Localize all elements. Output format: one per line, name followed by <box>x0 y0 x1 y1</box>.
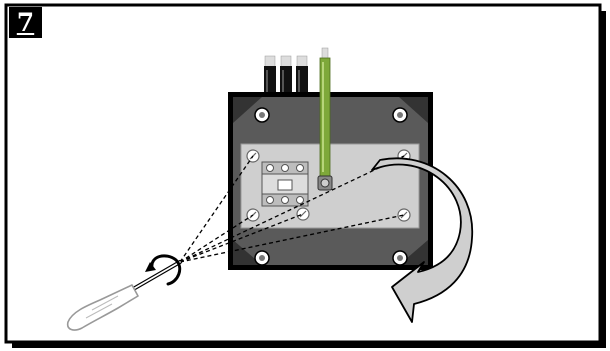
rotate-arrow-icon <box>145 254 182 286</box>
guide-lines <box>179 155 405 263</box>
terminal-block <box>261 161 309 207</box>
step-number-badge: 7 <box>9 7 42 38</box>
ground-wire <box>317 47 333 191</box>
step-number: 7 <box>16 8 35 37</box>
curved-arrow-icon <box>371 157 473 323</box>
screwdriver-icon <box>66 260 182 331</box>
